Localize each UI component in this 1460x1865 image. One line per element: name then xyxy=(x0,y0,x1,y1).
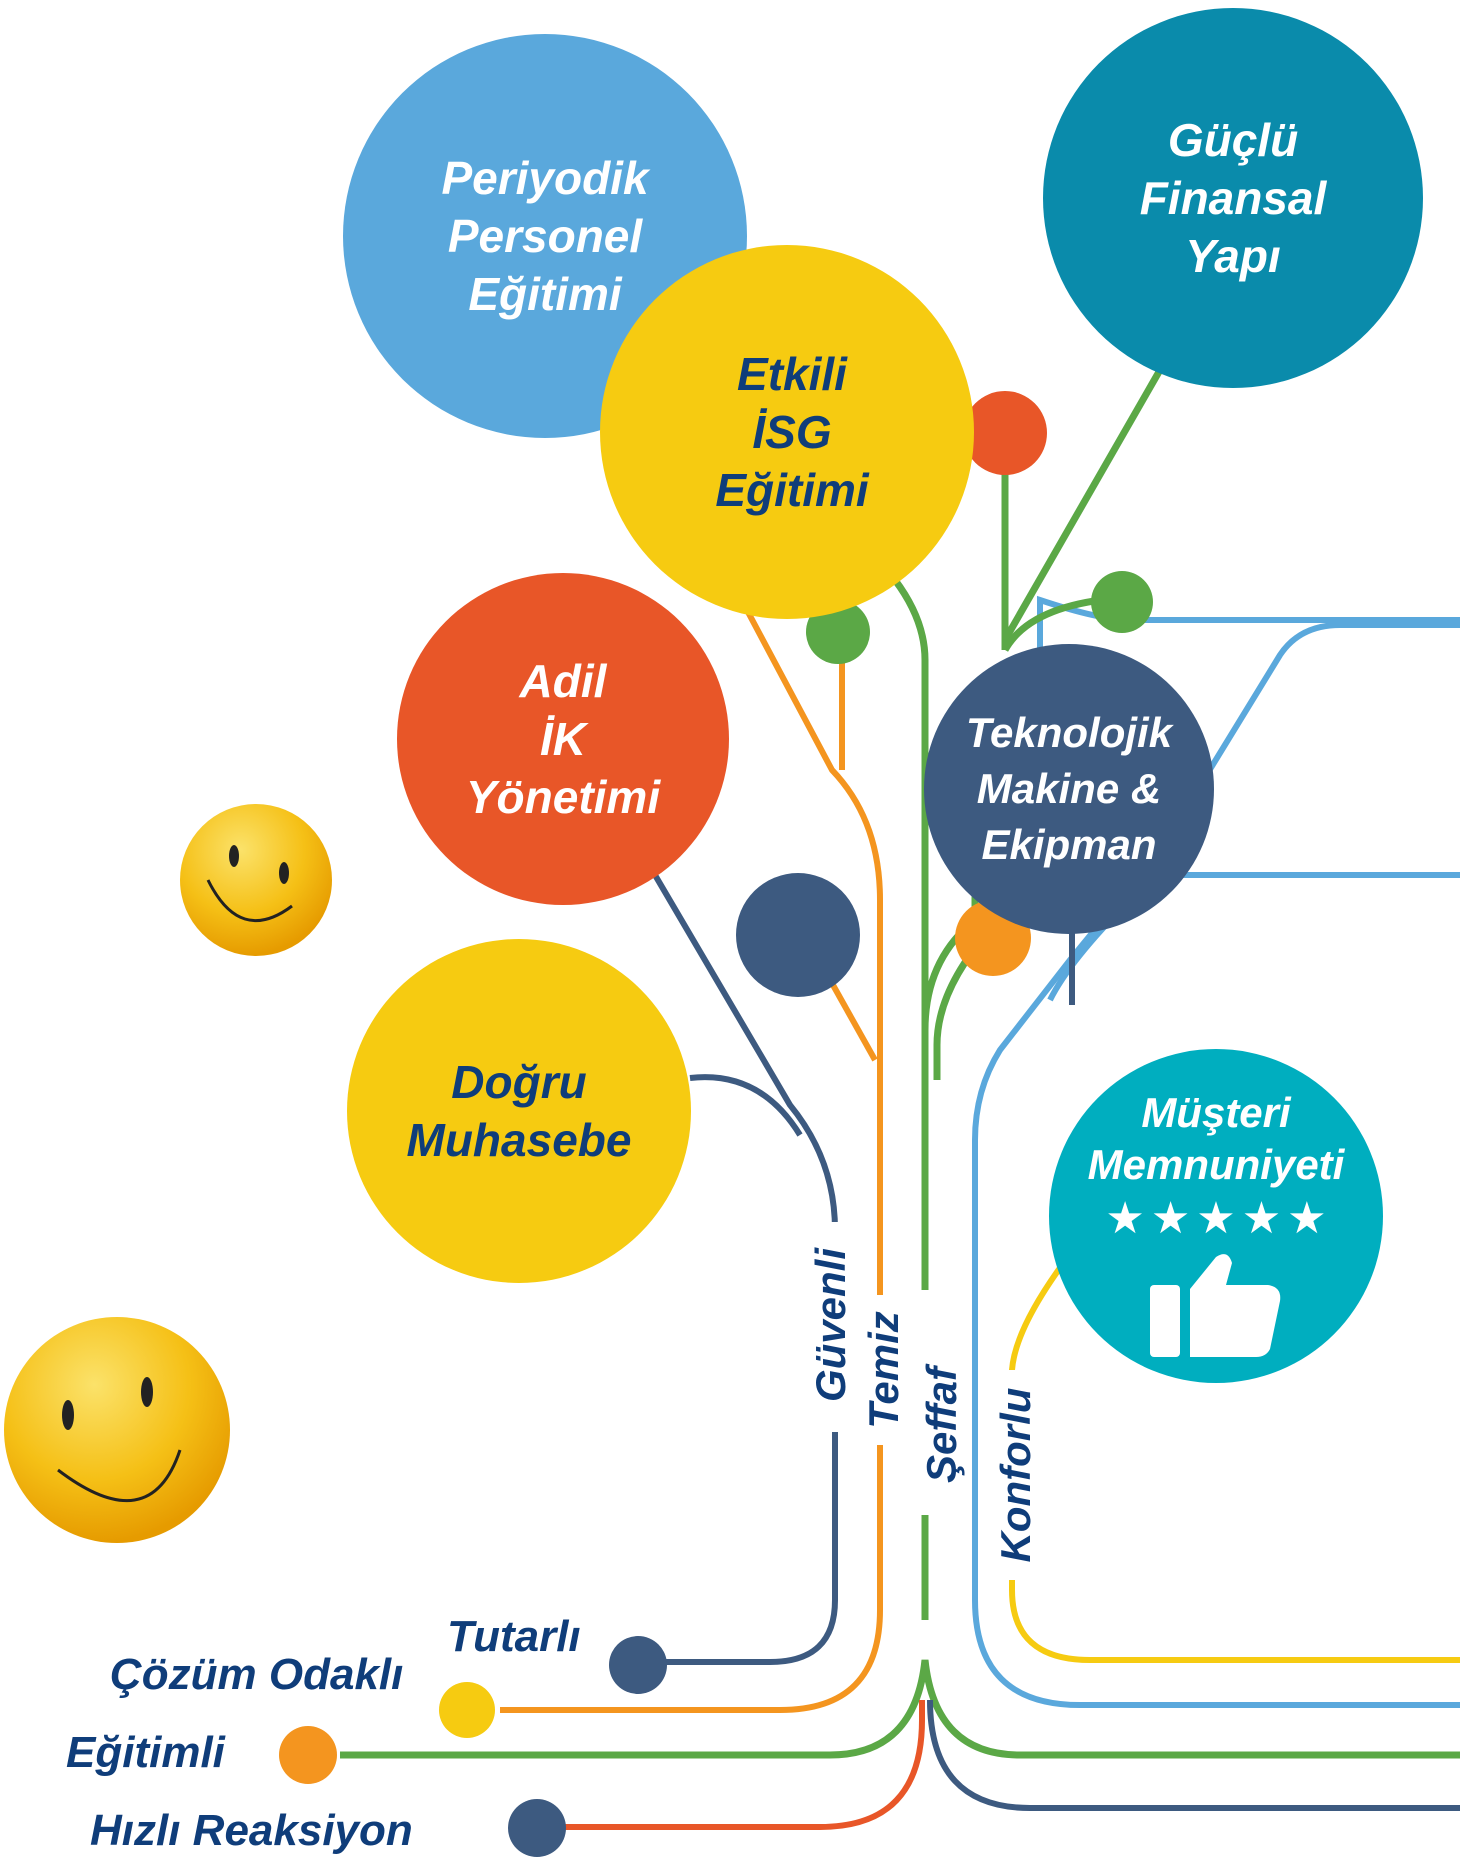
bubble-text: Teknolojik xyxy=(965,709,1173,756)
branch-line-yellow-konforlu xyxy=(1009,1263,1460,1663)
thumbs-up-icon xyxy=(1150,1254,1281,1357)
branch-line-orange xyxy=(500,610,883,1713)
root-line-navy-bottom xyxy=(927,1699,1460,1811)
star-icon: ★ xyxy=(1241,1194,1282,1243)
root-label-cozum-odakli: Çözüm Odaklı xyxy=(110,1650,404,1699)
dot-root-yellow xyxy=(439,1682,495,1738)
dot-green-right xyxy=(1091,571,1153,633)
dot-green-left xyxy=(806,600,870,664)
bubble-text: Müşteri xyxy=(1141,1089,1291,1136)
five-star-rating-icon: ★ ★ ★ ★ ★ xyxy=(1105,1197,1326,1241)
bubble-text: Personel xyxy=(447,210,643,262)
stem-label-temiz: Temiz xyxy=(860,1311,907,1429)
root-label-hizli-reaksiyon: Hızlı Reaksiyon xyxy=(90,1806,413,1855)
bubble-text: Adil xyxy=(519,655,607,707)
branch-green-guclu xyxy=(1001,368,1164,642)
root-label-egitimli: Eğitimli xyxy=(66,1728,225,1777)
bubble-text: Yönetimi xyxy=(465,771,661,823)
bubble-dogru-muhasebe: Doğru Muhasebe xyxy=(347,939,691,1283)
bubble-etkili-isg-egitimi: Etkili İSG Eğitimi xyxy=(600,245,974,619)
bubble-teknolojik-makine-ekipman: Teknolojik Makine & Ekipman xyxy=(924,644,1214,934)
smiley-face-icon-large xyxy=(4,1317,230,1543)
bubble-text: Eğitimi xyxy=(468,268,622,320)
stem-label-seffaf: Şeffaf xyxy=(918,1367,965,1483)
smiley-face-icon-small xyxy=(180,804,332,956)
bubble-text: Muhasebe xyxy=(406,1114,632,1166)
bubble-text: Etkili xyxy=(737,348,847,400)
star-icon: ★ xyxy=(1105,1194,1145,1243)
dot-root-navy-1 xyxy=(609,1636,667,1694)
bubble-text: Periyodik xyxy=(441,152,649,204)
bubble-text: Eğitimi xyxy=(715,464,869,516)
bubble-text: Makine & xyxy=(976,765,1162,812)
bubble-adil-ik-yonetimi: Adil İK Yönetimi xyxy=(397,573,729,905)
bubble-text: Finansal xyxy=(1139,172,1327,224)
root-line-red xyxy=(560,1700,925,1830)
bubble-text: Güçlü xyxy=(1167,114,1299,166)
dot-navy xyxy=(736,873,860,997)
bubble-guclu-finansal-yapi: Güçlü Finansal Yapı xyxy=(1043,8,1423,388)
bubble-text: Ekipman xyxy=(981,821,1157,868)
root-line-green xyxy=(340,1659,1460,1759)
stem-label-guvenli: Güvenli xyxy=(807,1247,854,1403)
bubble-text: Memnuniyeti xyxy=(1087,1141,1345,1188)
bubble-text: İK xyxy=(540,713,586,765)
dot-root-orange xyxy=(279,1726,337,1784)
star-icon: ★ xyxy=(1196,1194,1236,1243)
bubble-text: İSG xyxy=(752,406,832,458)
stem-label-konforlu: Konforlu xyxy=(992,1387,1039,1563)
star-icon: ★ xyxy=(1150,1194,1191,1243)
bubble-text: Doğru xyxy=(451,1056,587,1108)
root-label-tutarli: Tutarlı xyxy=(447,1612,581,1661)
bubble-text: Yapı xyxy=(1185,230,1281,282)
dot-root-navy-2 xyxy=(508,1799,566,1857)
bubble-musteri-memnuniyeti: Müşteri Memnuniyeti ★ ★ ★ ★ ★ xyxy=(1049,1049,1383,1383)
dot-red xyxy=(963,391,1047,475)
star-icon: ★ xyxy=(1287,1194,1327,1243)
